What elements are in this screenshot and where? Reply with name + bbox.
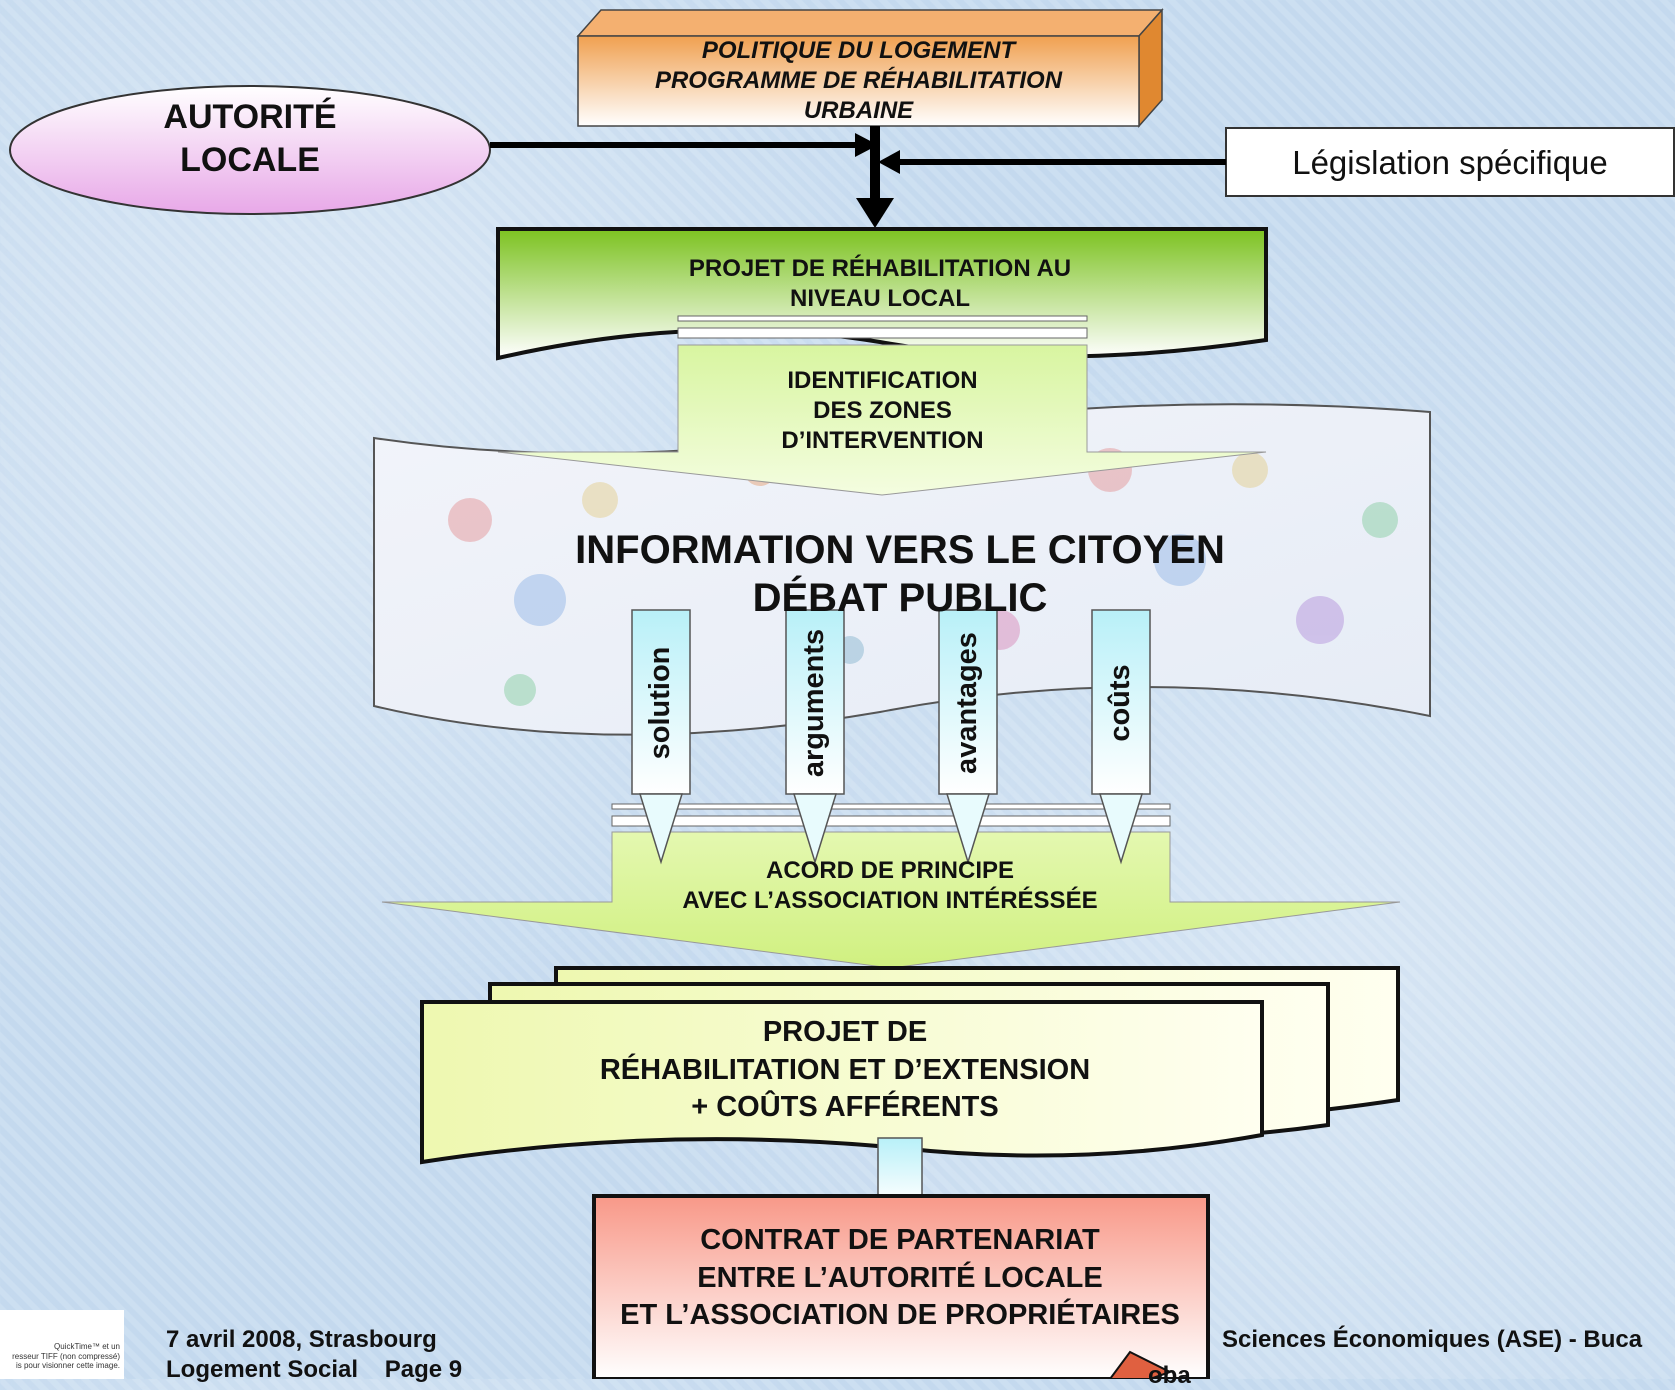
projet-extension-stack (420, 966, 1400, 1165)
autorite-line1: AUTORITÉ (163, 98, 337, 136)
arrow-label-solution: solution (644, 646, 676, 760)
vertical-arrows (631, 609, 1151, 865)
projet-local-label: PROJET DE RÉHABILITATION AU NIVEAU LOCAL (540, 254, 1220, 314)
contrat-line2: ENTRE L’AUTORITÉ LOCALE (697, 1261, 1103, 1294)
projet-extension-label: PROJET DE RÉHABILITATION ET D’EXTENSION … (480, 1014, 1210, 1127)
projet-local-line2: NIVEAU LOCAL (790, 285, 970, 312)
contrat-line3: ET L’ASSOCIATION DE PROPRIÉTAIRES (620, 1299, 1180, 1332)
identification-arrow (497, 315, 1267, 496)
politique-label: POLITIQUE DU LOGEMENT PROGRAMME DE RÉHAB… (578, 36, 1139, 126)
merge-arrows (490, 126, 1226, 228)
footer-date: 7 avril 2008, Strasbourg (166, 1326, 437, 1353)
legislation-label: Législation spécifique (1292, 144, 1608, 181)
politique-line3: URBAINE (803, 97, 914, 124)
projet-extension-line1: PROJET DE (762, 1016, 928, 1048)
contrat-label: CONTRAT DE PARTENARIAT ENTRE L’AUTORITÉ … (560, 1222, 1240, 1335)
arrow-label-arguments: arguments (798, 628, 830, 778)
footer-page: Logement Social Page 9 (166, 1356, 463, 1383)
quicktime-line1: QuickTime™ et un (54, 1342, 120, 1351)
projet-local-line1: PROJET DE RÉHABILITATION AU (688, 255, 1072, 282)
quicktime-line2: resseur TIFF (non compressé) (12, 1351, 120, 1361)
identification-line1: IDENTIFICATION (787, 367, 978, 394)
information-label: INFORMATION VERS LE CITOYEN DÉBAT PUBLIC (500, 526, 1300, 622)
projet-extension-line3: + COÛTS AFFÉRENTS (691, 1091, 999, 1124)
arrow-label-avantages: avantages (951, 632, 983, 774)
quicktime-placeholder: QuickTime™ et un resseur TIFF (non compr… (0, 1310, 124, 1379)
politique-line1: POLITIQUE DU LOGEMENT (701, 37, 1016, 64)
legislation-box (1225, 127, 1675, 197)
accord-arrow (381, 803, 1401, 969)
arrow-label-couts: coûts (1104, 664, 1136, 742)
accord-line2: AVEC L’ASSOCIATION INTÉRÉSSÉE (682, 887, 1098, 914)
politique-line2: PROGRAMME DE RÉHABILITATION (654, 67, 1063, 94)
information-line1: INFORMATION VERS LE CITOYEN (575, 528, 1225, 572)
quicktime-line3: is pour visionner cette image. (15, 1361, 120, 1371)
autorite-ellipse (9, 85, 491, 215)
autorite-label: AUTORITÉ LOCALE (100, 96, 400, 181)
projet-local-shape (496, 227, 1268, 361)
identification-line3: D’INTERVENTION (781, 427, 984, 454)
projet-extension-line2: RÉHABILITATION ET D’EXTENSION (599, 1053, 1091, 1086)
politique-box (576, 8, 1164, 128)
contrat-box (592, 1194, 1210, 1379)
footer-right: Sciences Économiques (ASE) - Buca (1222, 1326, 1643, 1353)
accord-line1: ACORD DE PRINCIPE (765, 857, 1015, 884)
identification-label: IDENTIFICATION DES ZONES D’INTERVENTION (678, 366, 1087, 456)
identification-line2: DES ZONES (813, 397, 952, 424)
contrat-line1: CONTRAT DE PARTENARIAT (700, 1224, 1100, 1256)
information-line2: DÉBAT PUBLIC (752, 576, 1048, 620)
autorite-line2: LOCALE (180, 140, 320, 179)
accord-label: ACORD DE PRINCIPE AVEC L’ASSOCIATION INT… (560, 856, 1220, 916)
footer-partial: oba (1148, 1362, 1191, 1389)
